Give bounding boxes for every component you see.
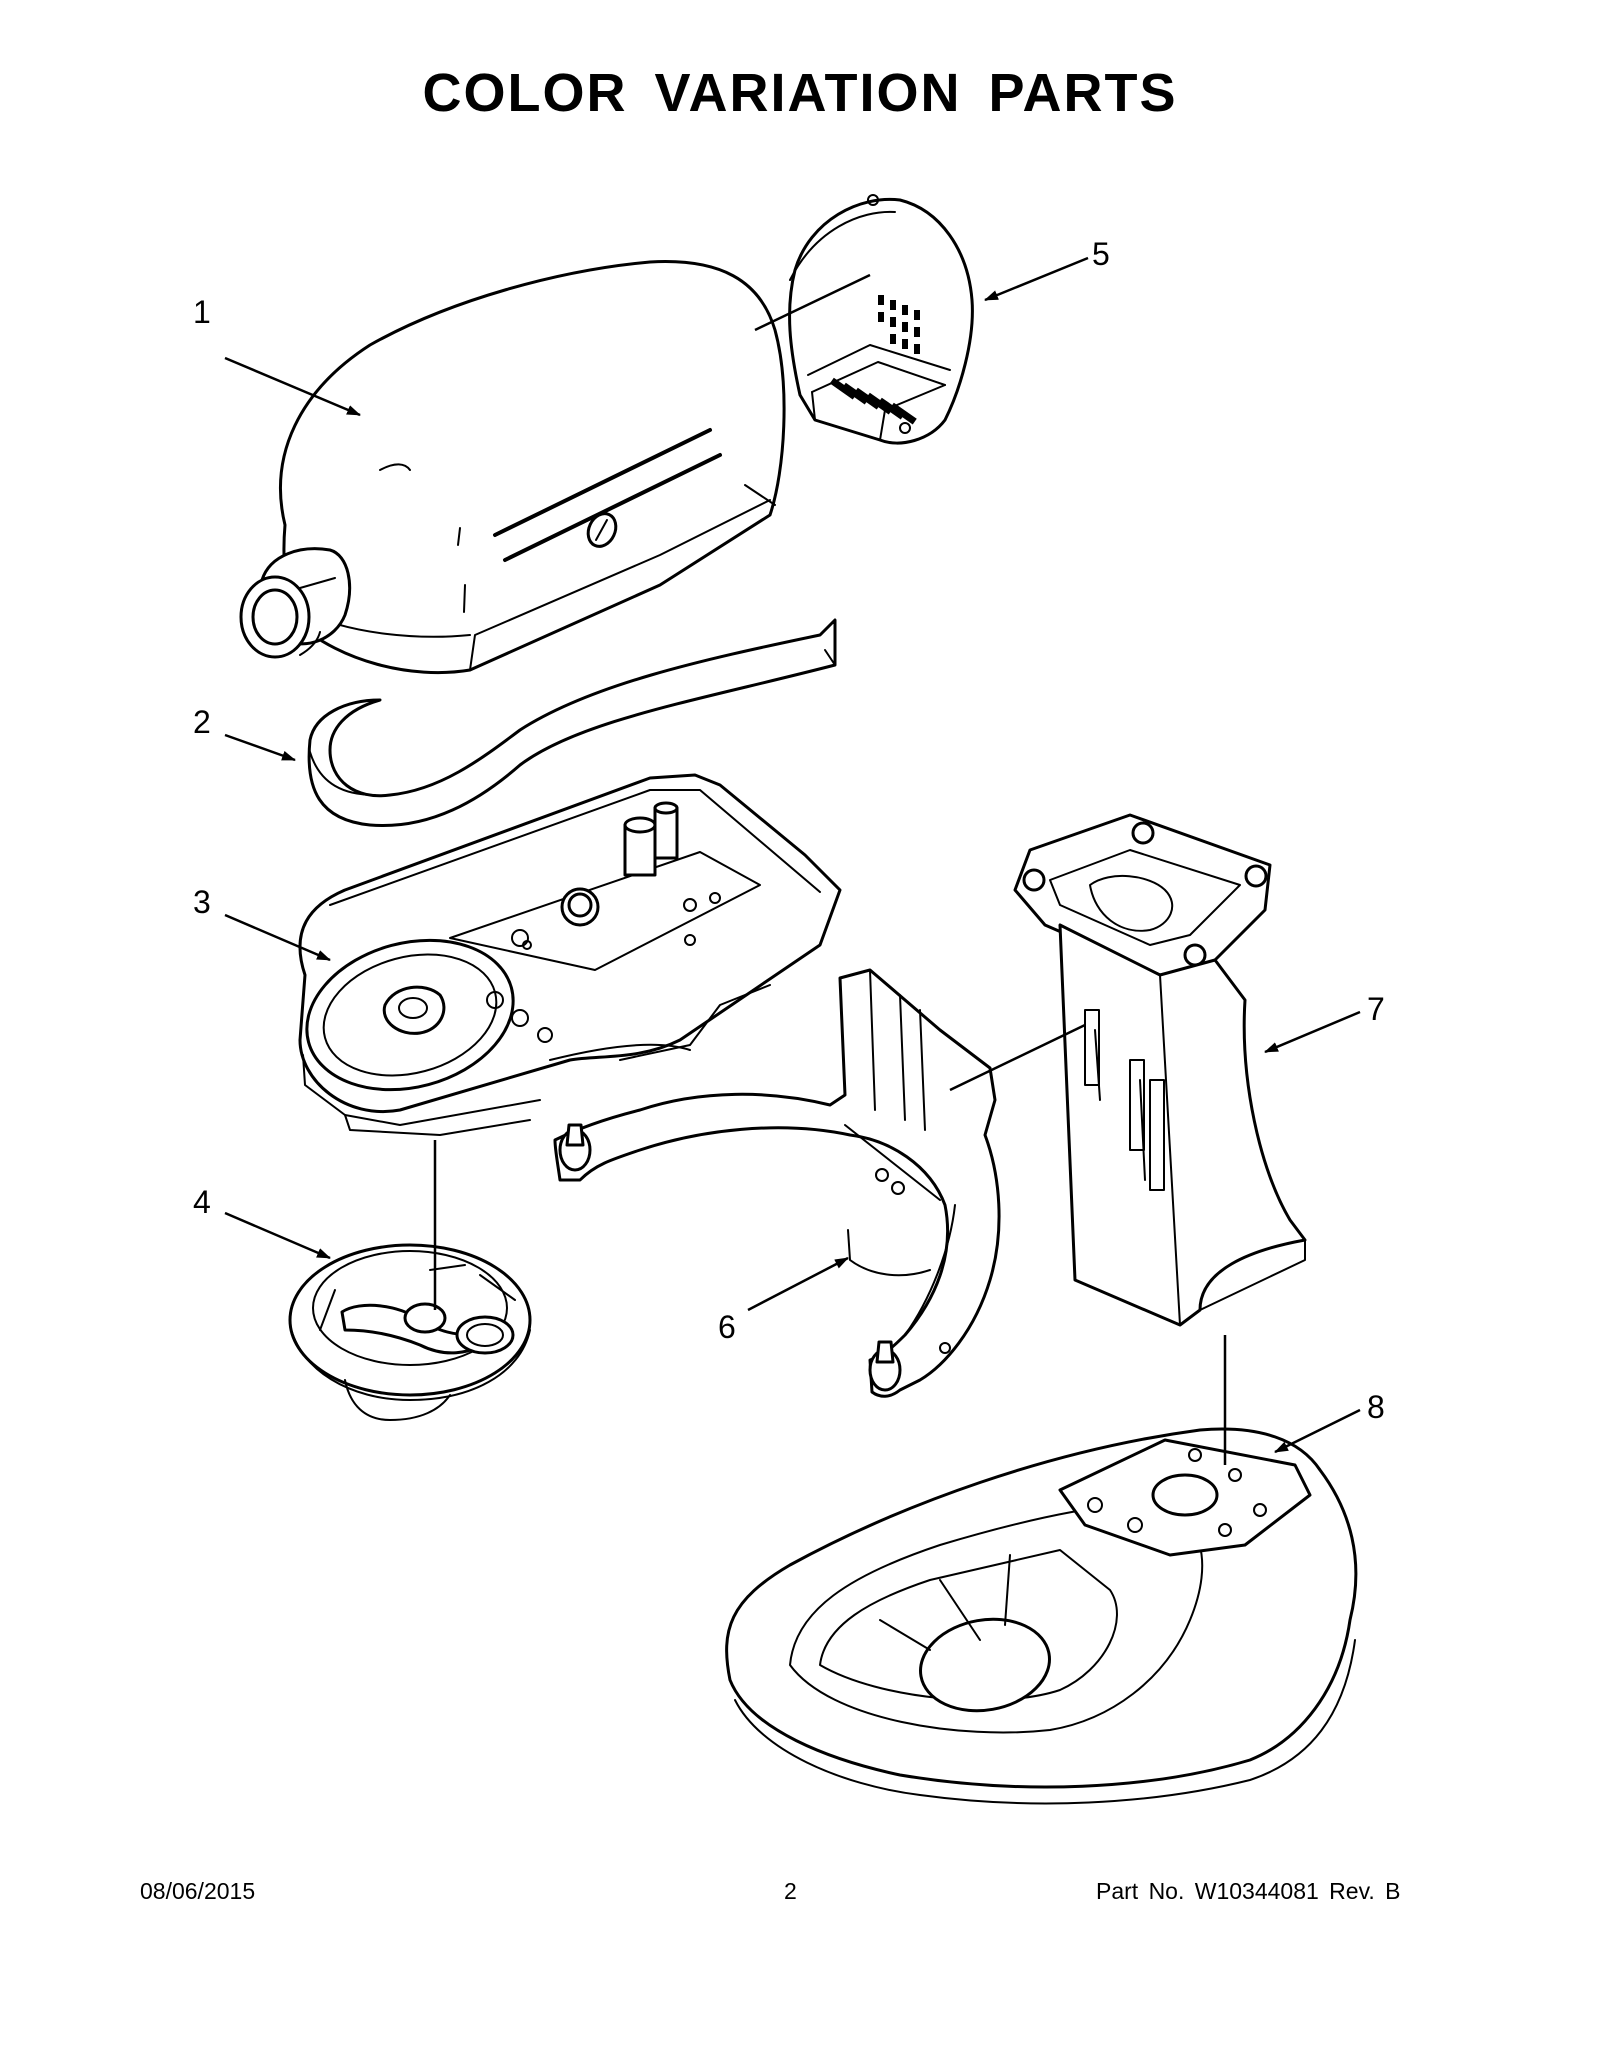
callout-leaders <box>224 256 1361 1454</box>
callout-7: 7 <box>1367 991 1385 1027</box>
footer-date: 08/06/2015 <box>140 1878 256 1904</box>
part-2-trim-band <box>307 618 837 828</box>
callout-3: 3 <box>193 884 211 920</box>
footer-part-number: Part No. W10344081 Rev. B <box>1096 1878 1401 1904</box>
callout-6: 6 <box>718 1309 736 1345</box>
part-5-rear-cover <box>788 194 974 445</box>
callout-numbers: 1 2 3 4 5 6 7 8 <box>193 236 1385 1425</box>
callout-8: 8 <box>1367 1389 1385 1425</box>
part-3-gear-housing <box>298 773 842 1136</box>
callout-5: 5 <box>1092 236 1110 272</box>
part-7-pedestal-column <box>1013 813 1307 1327</box>
callout-2: 2 <box>193 704 211 740</box>
part-6-pedestal-arm <box>553 968 1001 1398</box>
part-8-base <box>725 1427 1358 1805</box>
part-4-bowl-clamp <box>288 1243 532 1421</box>
footer-page-number: 2 <box>784 1878 797 1904</box>
assembly-lines <box>433 273 1227 1465</box>
callout-4: 4 <box>193 1184 211 1220</box>
part-1-motor-housing <box>239 260 786 674</box>
callout-1: 1 <box>193 294 211 330</box>
page-title: COLOR VARIATION PARTS <box>422 63 1178 123</box>
